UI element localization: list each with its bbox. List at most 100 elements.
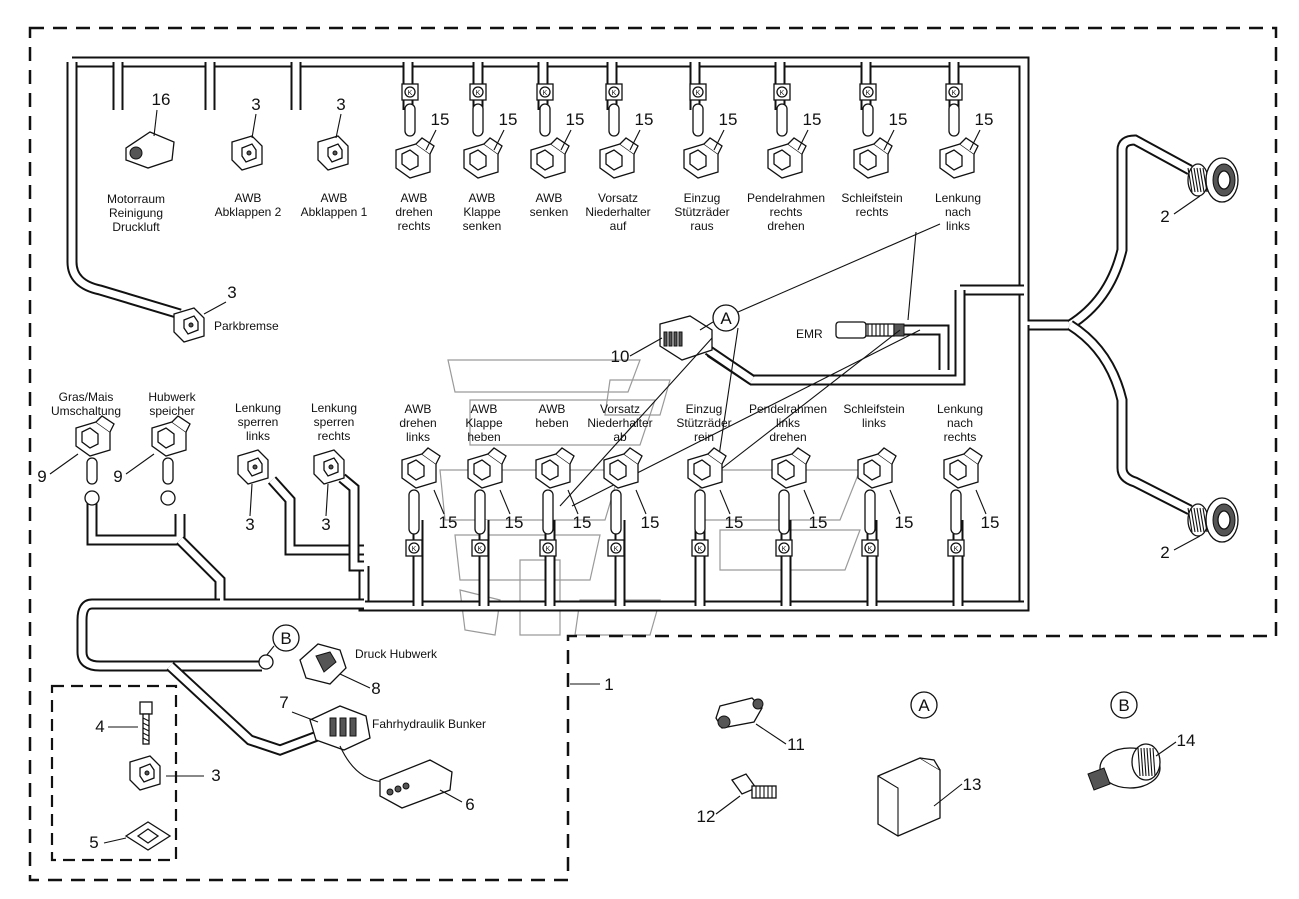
label-top-valve: drehen	[767, 219, 804, 233]
harness-cable-core	[88, 500, 184, 544]
valve-plug-socket	[609, 459, 627, 481]
part-number-6: 6	[465, 795, 474, 814]
assembly-outline	[28, 26, 1278, 882]
diode-mark: K	[868, 546, 873, 553]
valve-plug-latch	[877, 447, 897, 465]
part-number-5: 5	[89, 833, 98, 852]
label-lenkung-sperren-links: sperren	[238, 415, 279, 429]
fahrhydraulik-connector-seals	[329, 717, 337, 737]
connector-10-pins	[678, 331, 683, 347]
label-awb-abklappen-1: AWB	[321, 191, 348, 205]
valve-plug-socket	[401, 149, 419, 171]
harness-cable	[86, 500, 186, 546]
relay-module-13	[877, 757, 941, 837]
valve-plug-socket	[693, 459, 711, 481]
screw-head	[139, 701, 153, 715]
part-number-15: 15	[803, 110, 822, 129]
label-bottom-valve: Klappe	[465, 416, 503, 430]
callout-b-letter: B	[280, 629, 291, 648]
label-fahrhydraulik-bunker: Fahrhydraulik Bunker	[372, 717, 486, 731]
label-top-valve: nach	[945, 205, 971, 219]
pressure-switch-ribs	[1143, 747, 1147, 777]
part-number-3: 3	[336, 95, 345, 114]
part-number-3: 3	[245, 515, 254, 534]
leader-5	[103, 837, 127, 844]
part-number-3: 3	[321, 515, 330, 534]
emr-sensor-body	[835, 321, 867, 339]
label-top-valve: drehen	[395, 205, 432, 219]
label-druck-hubwerk: Druck Hubwerk	[355, 647, 438, 661]
diode-circle	[948, 86, 960, 98]
diode-mark: K	[612, 90, 617, 97]
callout-b-circle	[272, 624, 300, 652]
valve-cable-sleeve	[692, 103, 704, 137]
t-fitting-port	[717, 715, 731, 729]
watermark-shape	[604, 379, 671, 416]
harness-cable-core	[1020, 272, 1070, 329]
leader-15	[889, 489, 901, 515]
connector-10-pins	[668, 331, 673, 347]
pressure-switch-ribs	[1140, 747, 1144, 777]
part-number-3: 3	[251, 95, 260, 114]
screw-thread	[142, 722, 150, 727]
diode-circle	[608, 86, 620, 98]
valve-cable-sleeve	[950, 489, 962, 535]
part-number-10: 10	[611, 347, 630, 366]
label-top-valve: rechts	[770, 205, 803, 219]
label-lenkung-sperren-rechts: Lenkung	[311, 401, 357, 415]
dashed-inset-box	[50, 684, 178, 862]
leader-9	[125, 453, 155, 475]
harness-cable-core	[1068, 322, 1192, 514]
diode-circle	[474, 542, 486, 554]
valve-plug-latch	[707, 447, 727, 465]
valve-plug-latch	[555, 447, 575, 465]
leader-15	[713, 129, 725, 151]
round-connector-ribs	[1199, 507, 1205, 533]
leader-a-bottom	[711, 329, 901, 477]
valve-plug-socket	[536, 149, 554, 171]
label-top-valve: AWB	[401, 191, 428, 205]
round-connector-ribs	[1199, 167, 1205, 193]
label-top-valve: Stützräder	[674, 205, 729, 219]
harness-cable	[1018, 272, 1070, 331]
leader-7	[291, 711, 319, 723]
valve-cable-sleeve	[778, 489, 790, 535]
valve-plug-latch	[95, 415, 115, 433]
round-connector-ribs	[1187, 167, 1193, 193]
label-bottom-valve: ab	[613, 430, 627, 444]
diode-mark: K	[408, 90, 413, 97]
diode-circle	[778, 542, 790, 554]
valve-plug-latch	[873, 137, 893, 155]
fahrhydraulik-connector-seals	[339, 717, 347, 737]
label-gras-mais: Gras/Mais	[59, 390, 114, 404]
harness-cable-core	[177, 537, 364, 608]
cable-ring	[160, 490, 176, 506]
valve-plug-latch	[703, 137, 723, 155]
label-bottom-valve: rechts	[944, 430, 977, 444]
part-number-15: 15	[635, 110, 654, 129]
part-number-2: 2	[1160, 207, 1169, 226]
leader-15	[803, 489, 815, 515]
valve-plug-latch	[959, 137, 979, 155]
label-bottom-valve: drehen	[399, 416, 436, 430]
gasket-inner	[136, 828, 160, 844]
callout-a-circle	[712, 304, 740, 332]
round-connector-ribs	[1190, 507, 1196, 533]
valve-plug-socket	[859, 149, 877, 171]
leader-15	[975, 489, 987, 515]
round-connector-ribs	[1202, 507, 1208, 533]
screw-thread	[142, 717, 150, 722]
watermark-shape	[469, 399, 656, 446]
part-number-15: 15	[895, 513, 914, 532]
part-number-15: 15	[889, 110, 908, 129]
leader-15	[493, 129, 505, 151]
valve-plug-socket	[541, 459, 559, 481]
diode-mark: K	[698, 546, 703, 553]
leader-2	[1173, 535, 1201, 551]
cable-ring	[84, 490, 100, 506]
label-motorraum: Motorraum	[107, 192, 165, 206]
part-number-9: 9	[37, 467, 46, 486]
